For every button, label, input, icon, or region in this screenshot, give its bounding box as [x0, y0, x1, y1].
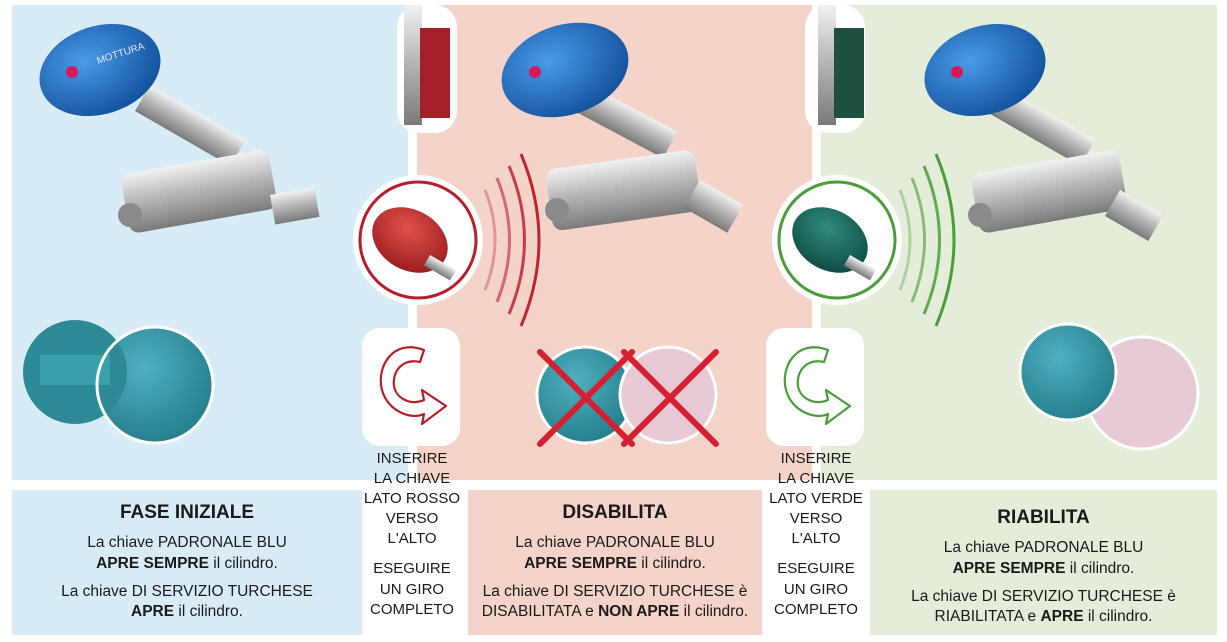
instruction-line: L'ALTO — [791, 530, 841, 548]
instruction-green-key: INSERIRE LA CHIAVE LATO VERDE VERSO L'AL… — [764, 449, 868, 620]
service-key-statement: La chiave DI SERVIZIO TURCHESE APRE il c… — [61, 582, 313, 621]
rotate-arrow-icon — [379, 346, 448, 426]
master-key-icon — [501, 22, 678, 159]
instruction-line: LATO VERDE — [769, 490, 863, 508]
service-key-tag-icon — [1018, 322, 1200, 451]
cylinder-lock-icon — [545, 150, 744, 233]
instruction-line: L'ALTO — [387, 530, 437, 548]
instruction-red-key: INSERIRE LA CHIAVE LATO ROSSO VERSO L'AL… — [360, 449, 464, 620]
instruction-line: LATO ROSSO — [363, 490, 461, 508]
stage-text-reenable: RIABILITA La chiave PADRONALE BLU APRE S… — [870, 490, 1217, 635]
stage-text-initial: FASE INIZIALE La chiave PADRONALE BLU AP… — [12, 490, 362, 635]
stage-title: RIABILITA — [997, 507, 1090, 528]
stage-text-disable: DISABILITA La chiave PADRONALE BLU APRE … — [468, 490, 762, 635]
instruction-line: INSERIRE — [376, 450, 448, 467]
green-programming-key-icon — [772, 5, 902, 305]
stage-title: FASE INIZIALE — [119, 502, 255, 523]
instruction-line: LA CHIAVE — [373, 470, 451, 488]
master-key-statement: La chiave PADRONALE BLU APRE SEMPRE il c… — [943, 539, 1144, 577]
rotate-arrow-box-red — [362, 328, 460, 446]
instruction-line: COMPLETO — [774, 600, 858, 618]
signal-waves-icon — [898, 153, 956, 327]
instruction-line: ESEGUIRE — [373, 560, 451, 578]
instruction-line: COMPLETO — [370, 600, 454, 618]
instruction-line: VERSO — [385, 510, 439, 528]
red-programming-key-icon — [353, 5, 483, 305]
instruction-line: INSERIRE — [780, 450, 852, 467]
signal-waves-icon — [483, 153, 541, 327]
master-key-statement: La chiave PADRONALE BLU APRE SEMPRE il c… — [87, 534, 287, 572]
master-key-statement: La chiave PADRONALE BLU APRE SEMPRE il c… — [515, 534, 715, 572]
rotate-arrow-box-green — [766, 328, 864, 446]
instruction-line: UN GIRO — [783, 580, 849, 598]
master-key-icon — [924, 23, 1096, 166]
cylinder-lock-icon — [968, 150, 1164, 241]
cylinder-lock-icon — [118, 150, 320, 233]
instruction-line: UN GIRO — [379, 580, 445, 598]
master-key-icon: MOTTURA — [39, 23, 246, 166]
instruction-line: ESEGUIRE — [777, 560, 855, 578]
service-key-tag-icon — [23, 320, 215, 445]
service-key-statement: La chiave DI SERVIZIO TURCHESE è RIABILI… — [911, 587, 1176, 626]
cross-mark-icon — [537, 349, 719, 447]
stage-title: DISABILITA — [562, 502, 668, 523]
service-key-statement: La chiave DI SERVIZIO TURCHESE è DISABIL… — [481, 582, 749, 621]
instruction-line: LA CHIAVE — [777, 470, 855, 488]
instruction-line: VERSO — [789, 510, 843, 528]
rotate-arrow-icon — [783, 346, 852, 426]
